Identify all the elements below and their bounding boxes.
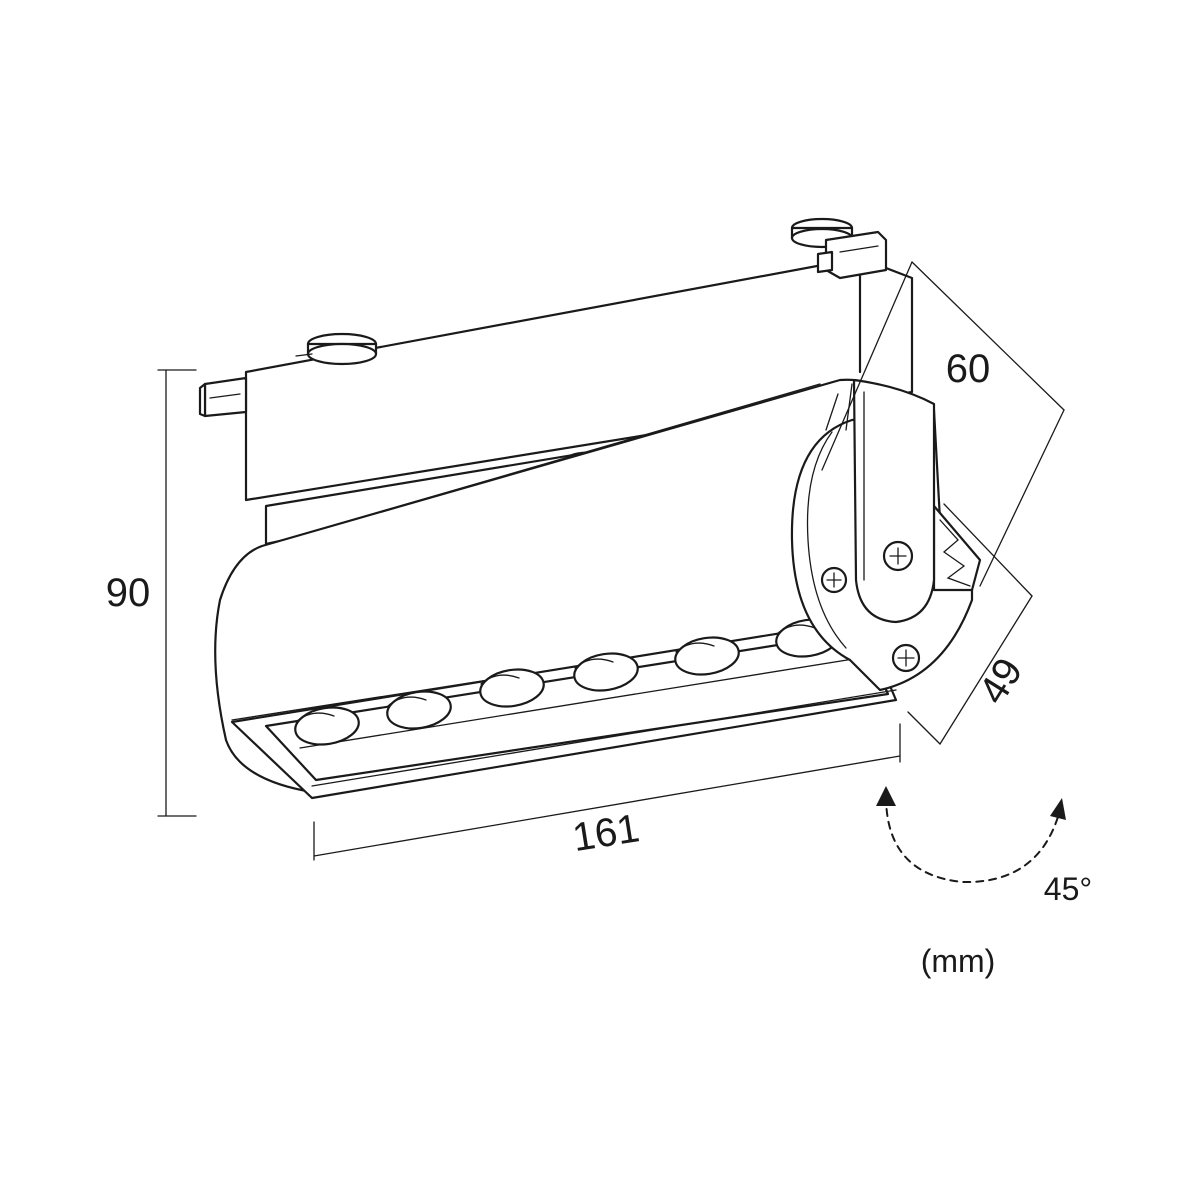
width-dimension-label: 49: [971, 651, 1032, 712]
length-dimension-label: 161: [570, 806, 643, 860]
rotation-arrow-right-icon: [1050, 798, 1066, 820]
led-icon: [294, 706, 360, 746]
screw-icon: [891, 643, 921, 673]
units-label: (mm): [921, 943, 996, 979]
led-icon: [386, 690, 452, 730]
rotation-indicator: 45°: [876, 786, 1092, 907]
left-connector-icon: [198, 376, 248, 418]
led-lens-strip: [230, 618, 898, 800]
length-dimension: 161: [313, 723, 901, 861]
rotation-angle-label: 45°: [1044, 871, 1092, 907]
height-dimension-label: 90: [106, 571, 151, 615]
swivel-arm: [825, 378, 936, 624]
left-clip-knob-icon: [295, 332, 378, 366]
right-connector-icon: [816, 230, 888, 280]
led-icon: [674, 636, 740, 676]
end-cap: [790, 378, 982, 692]
screw-icon: [820, 566, 848, 594]
rotation-arrow-left-icon: [876, 786, 896, 806]
led-icon: [479, 668, 545, 708]
track-adapter: [198, 217, 914, 502]
screw-icon: [882, 540, 914, 572]
depth-dimension-label: 60: [946, 347, 991, 391]
height-dimension: 90: [106, 369, 197, 817]
heat-sink-fins: [932, 504, 982, 592]
led-icon: [573, 652, 639, 692]
